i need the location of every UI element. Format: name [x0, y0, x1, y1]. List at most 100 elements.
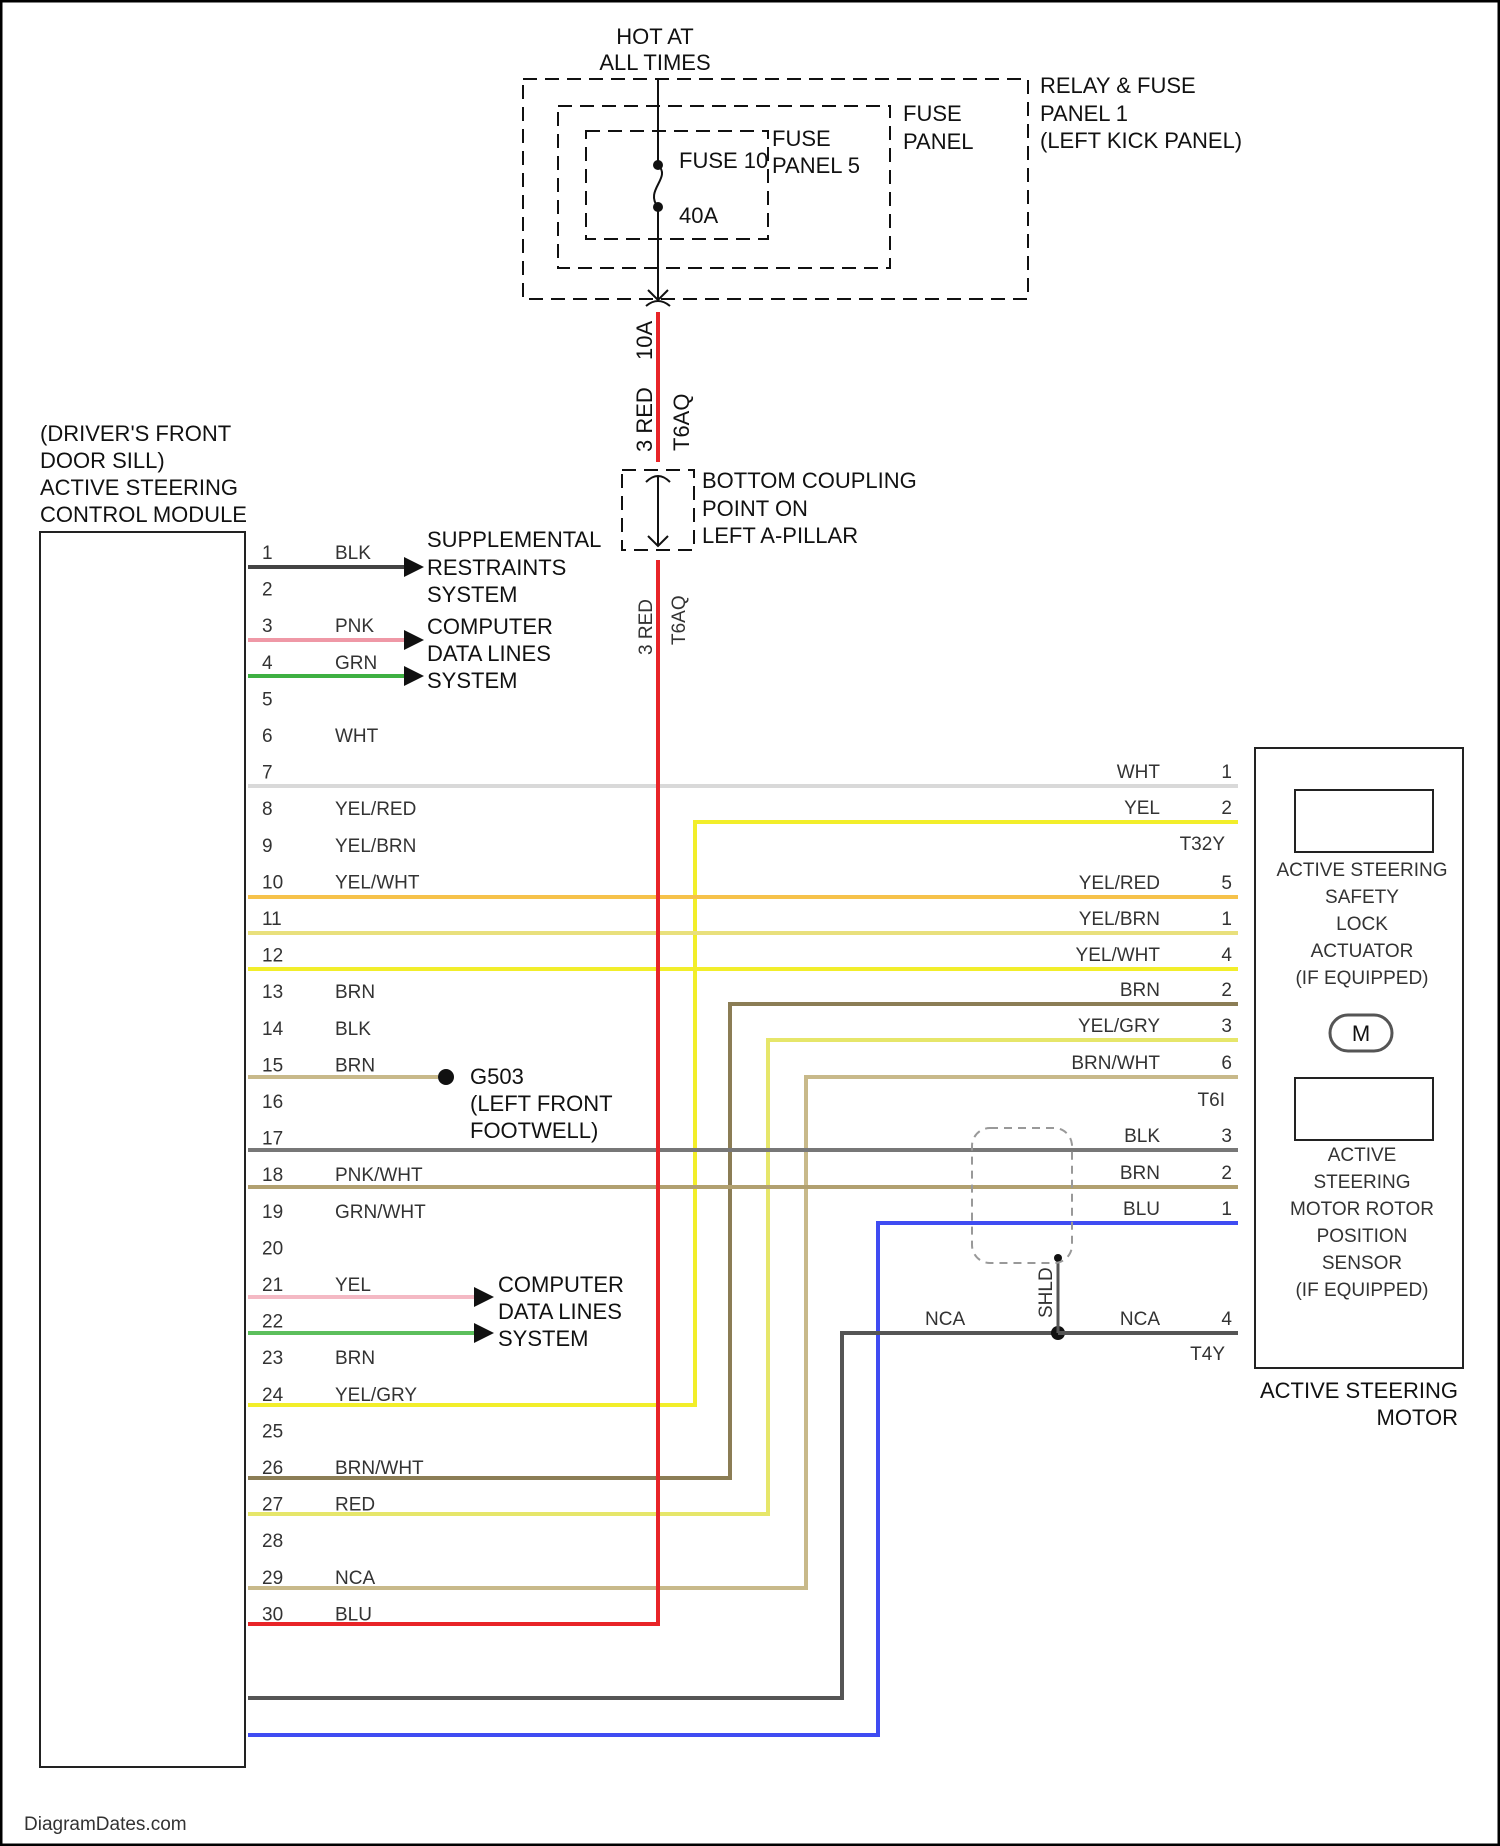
hot-at-all-times-line1: HOT AT — [616, 24, 693, 49]
module-pin-number: 11 — [262, 909, 282, 930]
cdl2-label-line2: DATA LINES — [498, 1299, 622, 1324]
srs-label-line3: SYSTEM — [427, 582, 517, 607]
sensor-label-line5: SENSOR — [1322, 1253, 1402, 1274]
motor-pin-wire-label: BRN — [1120, 980, 1160, 1001]
motor-pin-number: 3 — [1221, 1016, 1232, 1037]
coupling-label-line3: LEFT A-PILLAR — [702, 523, 858, 548]
srs-label-line2: RESTRAINTS — [427, 555, 566, 580]
module-pin-number: 8 — [262, 799, 273, 820]
cdl-label-line3: SYSTEM — [427, 668, 517, 693]
module-label-line1: (DRIVER'S FRONT — [40, 421, 231, 446]
motor-pin-wire-label: YEL/BRN — [1079, 909, 1160, 930]
lock-label-line2: SAFETY — [1325, 887, 1399, 908]
motor-pin-number: 2 — [1221, 1163, 1232, 1184]
sensor-label-line2: STEERING — [1313, 1172, 1410, 1193]
motor-pin-wire-label: BRN/WHT — [1071, 1053, 1160, 1074]
module-pin-wire-label: GRN/WHT — [335, 1202, 426, 1223]
sensor-label-line6: (IF EQUIPPED) — [1295, 1280, 1428, 1301]
shield-label: SHLD — [1036, 1267, 1057, 1318]
module-pin-number: 5 — [262, 689, 273, 710]
module-pin-wire-label: BLK — [335, 1019, 371, 1040]
relay-fuse-panel-label-line1: RELAY & FUSE — [1040, 73, 1196, 98]
module-pin-number: 10 — [262, 872, 283, 893]
module-pin-number: 20 — [262, 1238, 283, 1259]
module-pin-number: 7 — [262, 763, 273, 784]
wire-color-label: 3 RED — [632, 387, 657, 452]
module-pin-wire-label: BRN — [335, 1055, 375, 1076]
module-pin-wire-label: YEL — [335, 1275, 371, 1296]
cdl-label-line2: DATA LINES — [427, 641, 551, 666]
module-pin-number: 28 — [262, 1531, 283, 1552]
module-pin-wire-label: BLK — [335, 543, 371, 564]
coupling-label-line1: BOTTOM COUPLING — [702, 468, 917, 493]
coupling-label-line2: POINT ON — [702, 496, 808, 521]
module-pin-number: 9 — [262, 836, 273, 857]
module-pin-number: 4 — [262, 653, 273, 674]
cdl2-label-line1: COMPUTER — [498, 1272, 624, 1297]
sensor-label-line3: MOTOR ROTOR — [1290, 1199, 1434, 1220]
motor-pin-number: 5 — [1221, 873, 1232, 894]
motor-pin-wire-label: BLU — [1123, 1199, 1160, 1220]
module-pin-wire-label: BRN — [335, 982, 375, 1003]
motor-pin-number: 3 — [1221, 1126, 1232, 1147]
motor-pin-number: 2 — [1221, 798, 1232, 819]
module-pin-number: 26 — [262, 1458, 283, 1479]
wire-connector-label: T6AQ — [669, 394, 694, 451]
module-pin-number: 2 — [262, 580, 273, 601]
footer-watermark: DiagramDates.com — [24, 1814, 187, 1835]
motor-pin-number: 1 — [1221, 909, 1232, 930]
motor-connector-b: T6I — [1198, 1090, 1225, 1111]
module-pin-wire-label: NCA — [335, 1568, 375, 1589]
ground-label-line3: FOOTWELL) — [470, 1118, 598, 1143]
motor-title-line1: ACTIVE STEERING — [1260, 1378, 1458, 1403]
motor-pin-number: 6 — [1221, 1053, 1232, 1074]
module-pin-wire-label: YEL/RED — [335, 799, 416, 820]
module-pin-number: 21 — [262, 1275, 283, 1296]
motor-pin-wire-label: YEL — [1124, 798, 1160, 819]
motor-pin-wire-label: NCA — [1120, 1309, 1160, 1330]
safety-lock-actuator-box — [1295, 790, 1433, 852]
module-pin-number: 24 — [262, 1385, 284, 1406]
fuse-element-symbol — [654, 165, 662, 207]
hot-at-all-times-line2: ALL TIMES — [599, 50, 710, 75]
motor-symbol-letter: M — [1352, 1021, 1370, 1046]
module-pin-wire-label: BRN/WHT — [335, 1458, 424, 1479]
module-pin-wire-label: YEL/BRN — [335, 836, 416, 857]
motor-pin-number: 4 — [1221, 1309, 1232, 1330]
wire-pin24-yel-gry — [248, 1040, 1238, 1514]
motor-connector-a: T32Y — [1180, 834, 1226, 855]
module-pin-number: 29 — [262, 1568, 283, 1589]
module-label-line2: DOOR SILL) — [40, 448, 165, 473]
cdl-label-line1: COMPUTER — [427, 614, 553, 639]
cdl-arrow-1 — [404, 630, 424, 650]
cdl-arrow-4 — [474, 1323, 494, 1343]
motor-pin-wire-label: YEL/RED — [1079, 873, 1160, 894]
active-steering-motor-box — [1255, 748, 1463, 1368]
module-pin-number: 12 — [262, 946, 283, 967]
lock-label-line1: ACTIVE STEERING — [1276, 860, 1447, 881]
module-pin-wire-label: BRN — [335, 1348, 375, 1369]
module-pin-number: 18 — [262, 1165, 283, 1186]
motor-pin-number: 2 — [1221, 980, 1232, 1001]
fuse-panel-5-label-line2: PANEL 5 — [772, 153, 860, 178]
motor-pin-number: 1 — [1221, 1199, 1232, 1220]
coupling-connector-top — [646, 476, 670, 545]
coupling-lower-wire-label: 3 RED — [636, 599, 657, 655]
module-label-line4: CONTROL MODULE — [40, 502, 247, 527]
fuse-rating: 40A — [679, 203, 718, 228]
coupling-lower-connector-label: T6AQ — [669, 595, 690, 645]
fuse-label: FUSE 10 — [679, 148, 768, 173]
wire-rating-label: 10A — [632, 321, 657, 360]
lock-label-line3: LOCK — [1336, 914, 1388, 935]
nca-mid-label: NCA — [925, 1309, 965, 1330]
wire-harness — [248, 557, 1238, 1735]
motor-pin-wire-label: BRN — [1120, 1163, 1160, 1184]
module-pin-number: 16 — [262, 1092, 283, 1113]
fuse-panel-label-line1: FUSE — [903, 101, 962, 126]
module-pin-number: 1 — [262, 543, 273, 564]
module-pin-number: 13 — [262, 982, 283, 1003]
module-pin-number: 15 — [262, 1055, 283, 1076]
module-pin-number: 3 — [262, 616, 273, 637]
module-pin-wire-label: YEL/GRY — [335, 1385, 417, 1406]
